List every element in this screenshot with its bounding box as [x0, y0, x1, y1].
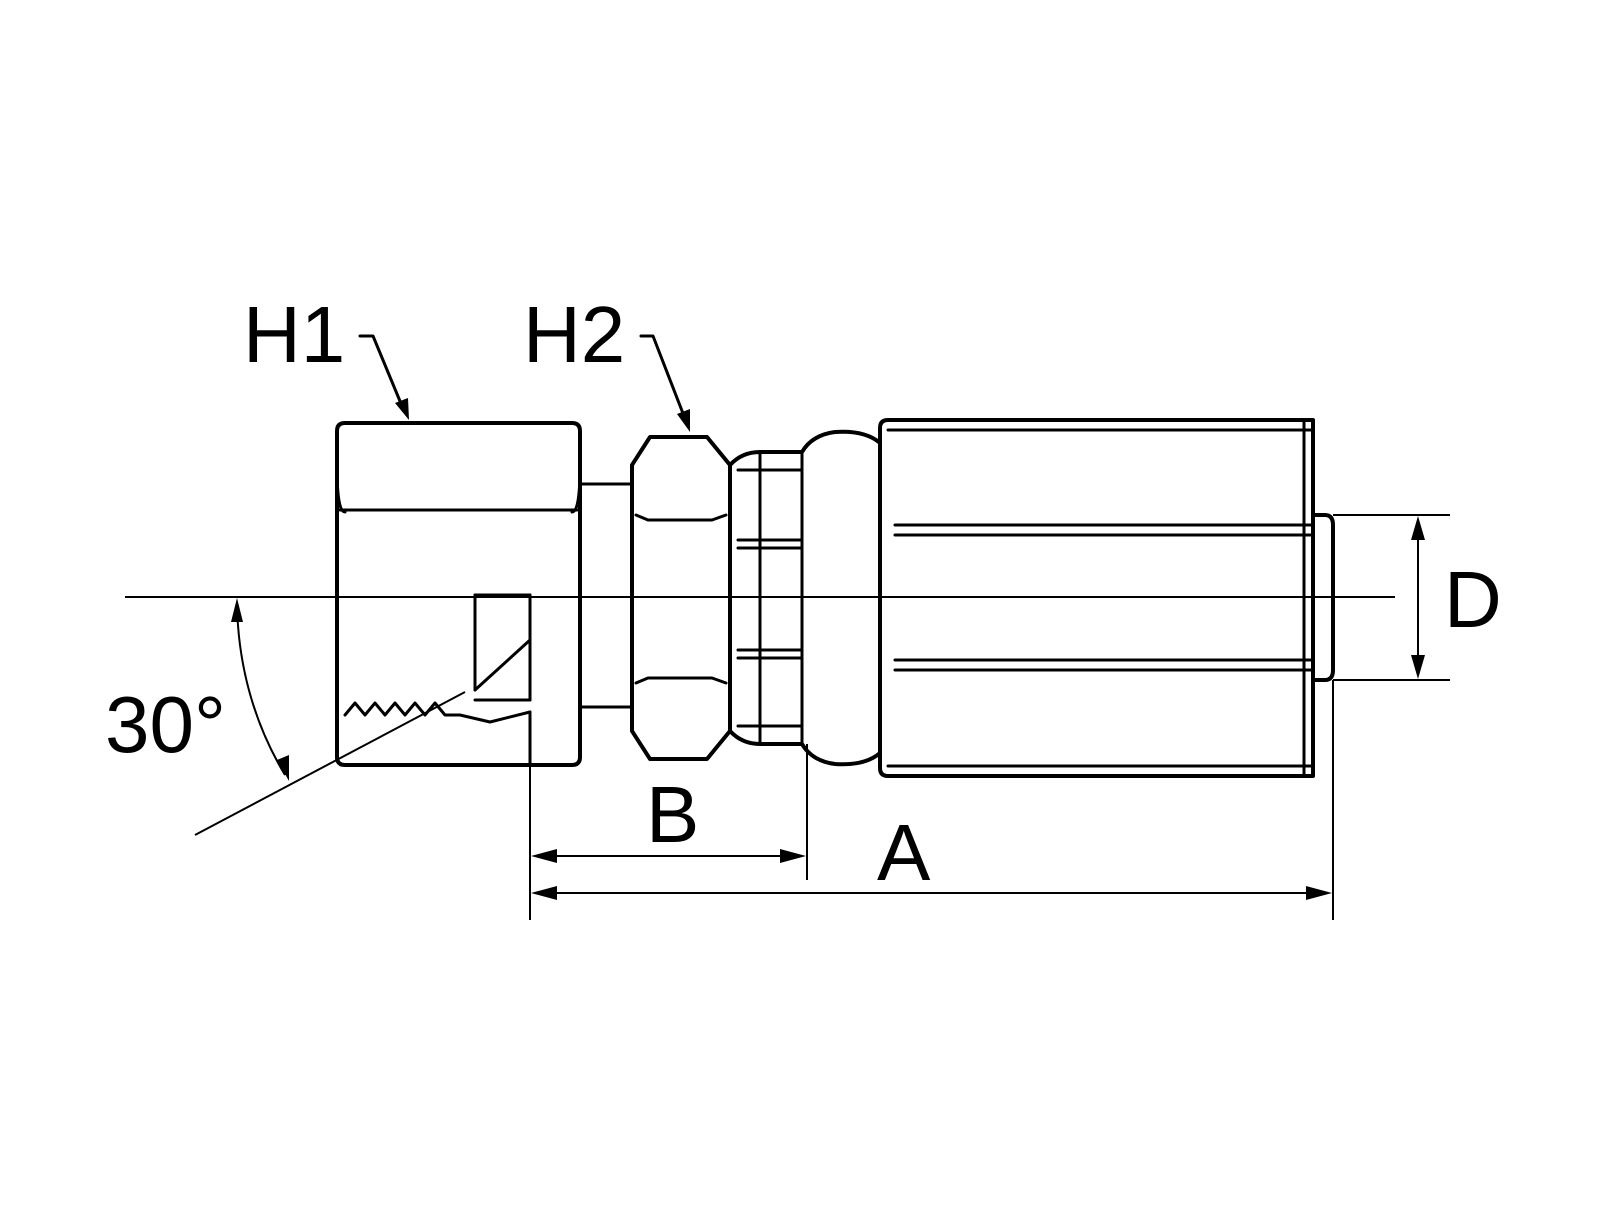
dim-b [529, 712, 808, 920]
dim-d [1333, 514, 1450, 681]
neck [578, 482, 634, 709]
crimp-socket [878, 418, 1315, 778]
label-b: B [646, 770, 699, 859]
label-angle: 30° [105, 680, 226, 769]
label-h2: H2 [523, 290, 625, 379]
swivel-nut [335, 421, 582, 767]
label-d: D [1444, 555, 1502, 644]
dim-a [531, 680, 1334, 920]
h2-leader [639, 334, 690, 432]
h1-leader [358, 334, 409, 420]
angle-dimension [194, 598, 466, 836]
collar [728, 429, 882, 767]
hose-tail [1313, 513, 1335, 682]
label-h1: H1 [243, 290, 345, 379]
label-a: A [877, 808, 931, 897]
body-hex [630, 435, 732, 761]
